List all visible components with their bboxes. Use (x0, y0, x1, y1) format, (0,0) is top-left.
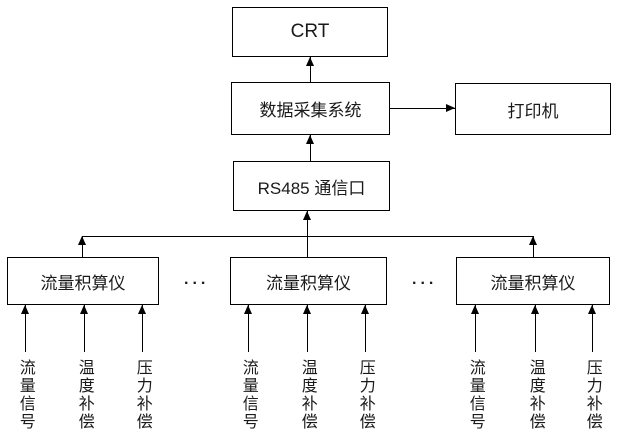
connector-flow2-to-rs485 (307, 211, 308, 257)
input-arrow-flow1-signal (25, 305, 26, 352)
input-label-flow3-signal: 流量信号 (466, 359, 484, 431)
connector-flow3-to-bus (533, 236, 534, 257)
input-label-flow2-pressure: 压力补偿 (356, 359, 374, 431)
arrowhead-up-flow3-signal (471, 305, 479, 314)
input-arrow-flow3-pressure (592, 305, 593, 352)
input-arrow-flow1-temp (84, 305, 85, 352)
input-arrow-flow3-temp (535, 305, 536, 352)
node-printer: 打印机 (455, 83, 611, 135)
input-label-flow2-temp: 温度补偿 (298, 359, 316, 431)
arrowhead-up-flow1-pressure (138, 305, 146, 314)
arrowhead-up-flow2-temp (303, 305, 311, 314)
node-rs485-port: RS485 通信口 (233, 161, 390, 211)
arrowhead-up-flow3-pressure (588, 305, 596, 314)
connector-flow1-to-bus (82, 236, 83, 257)
ellipsis-1: ... (184, 271, 210, 288)
input-label-flow3-temp: 温度补偿 (526, 359, 544, 431)
connector-daq-to-printer (390, 108, 455, 109)
input-arrow-flow2-temp (307, 305, 308, 352)
connector-rs485-to-daq (310, 135, 311, 161)
connector-daq-to-crt (310, 57, 311, 82)
input-arrow-flow3-signal (475, 305, 476, 352)
node-flow-totalizer-2: 流量积算仪 (230, 257, 387, 305)
arrowhead-up-rs485-to-daq (306, 135, 314, 144)
arrowhead-up-flow3-temp (531, 305, 539, 314)
input-label-flow3-pressure: 压力补偿 (583, 359, 601, 431)
bus-line (82, 236, 533, 237)
input-label-flow1-temp: 温度补偿 (75, 359, 93, 431)
input-label-flow1-signal: 流量信号 (16, 359, 34, 431)
arrowhead-up-flow1-to-bus (78, 236, 86, 245)
arrowhead-up-flow1-temp (80, 305, 88, 314)
node-crt: CRT (232, 7, 388, 57)
arrowhead-up-flow2-to-rs485 (303, 211, 311, 220)
arrowhead-up-flow2-pressure (361, 305, 369, 314)
input-arrow-flow2-signal (248, 305, 249, 352)
input-label-flow1-pressure: 压力补偿 (133, 359, 151, 431)
arrowhead-up-flow3-to-bus (529, 236, 537, 245)
input-label-flow2-signal: 流量信号 (239, 359, 257, 431)
arrowhead-up-flow2-signal (244, 305, 252, 314)
arrowhead-up-daq-to-crt (306, 57, 314, 66)
ellipsis-2: ... (412, 271, 438, 288)
input-arrow-flow1-pressure (142, 305, 143, 352)
arrowhead-right-daq-to-printer (446, 104, 455, 112)
node-flow-totalizer-3: 流量积算仪 (456, 257, 610, 305)
node-flow-totalizer-1: 流量积算仪 (7, 257, 159, 305)
input-arrow-flow2-pressure (365, 305, 366, 352)
arrowhead-up-flow1-signal (21, 305, 29, 314)
node-data-acquisition-system: 数据采集系统 (231, 82, 390, 135)
